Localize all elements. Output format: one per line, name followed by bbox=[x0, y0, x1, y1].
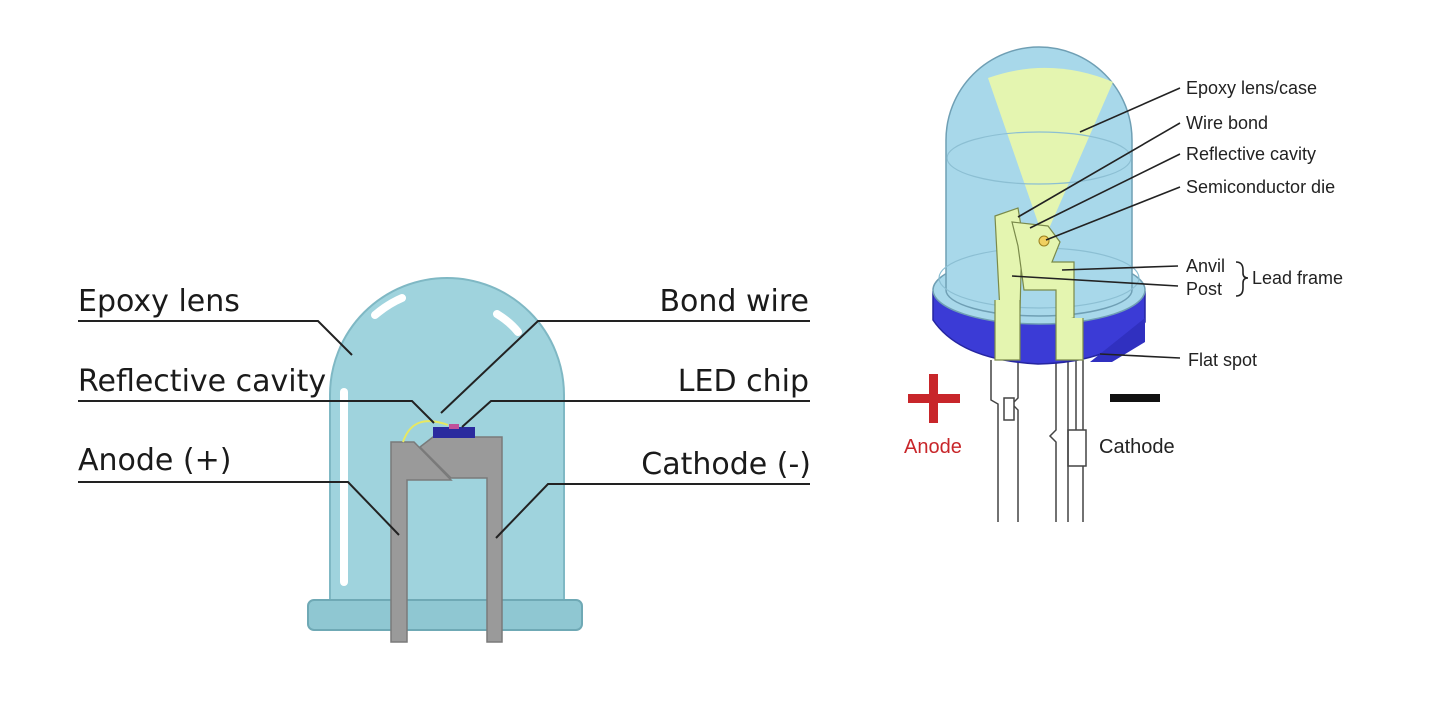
right-flat-spot bbox=[1090, 318, 1145, 362]
lead-frame-brace bbox=[1235, 261, 1249, 297]
left-base-flange bbox=[307, 599, 583, 631]
left-led-diagram: Epoxy lens Reflective cavity Anode (+) B… bbox=[78, 277, 811, 643]
right-lens-inner-ring bbox=[946, 131, 1132, 185]
leader-epoxy-lens bbox=[78, 320, 353, 356]
left-anode-lead bbox=[390, 441, 453, 643]
left-lens-side-highlight bbox=[340, 388, 348, 586]
leader-epoxy-lens-case bbox=[1079, 87, 1181, 133]
leader-reflective-cavity-right bbox=[1029, 153, 1181, 229]
label-anode-right: Anode bbox=[904, 436, 962, 458]
anode-plus-icon bbox=[908, 374, 960, 423]
leader-semiconductor-die bbox=[1045, 186, 1181, 241]
leader-led-chip bbox=[461, 400, 810, 428]
right-semiconductor-die bbox=[1038, 235, 1050, 247]
label-epoxy-lens-case: Epoxy lens/case bbox=[1186, 78, 1317, 98]
label-led-chip: LED chip bbox=[678, 364, 809, 399]
label-lead-frame: Lead frame bbox=[1252, 268, 1343, 288]
leader-flat-spot bbox=[1099, 353, 1181, 359]
label-bond-wire: Bond wire bbox=[659, 284, 809, 319]
leader-anvil bbox=[1061, 265, 1179, 271]
leader-post bbox=[1011, 275, 1179, 287]
label-anode: Anode (+) bbox=[78, 443, 231, 478]
leader-anode bbox=[78, 481, 400, 536]
leader-wire-bond bbox=[1017, 122, 1181, 218]
left-led-chip-top bbox=[449, 424, 459, 429]
label-cathode-right: Cathode bbox=[1099, 436, 1175, 458]
label-anvil: Anvil bbox=[1186, 256, 1225, 276]
label-cathode: Cathode (-) bbox=[641, 447, 811, 482]
label-post: Post bbox=[1186, 279, 1222, 299]
label-semiconductor-die: Semiconductor die bbox=[1186, 177, 1335, 197]
right-led-diagram: Epoxy lens/case Wire bond Reflective cav… bbox=[904, 46, 1343, 522]
leader-cathode bbox=[495, 483, 810, 539]
left-lens-highlight bbox=[371, 294, 406, 319]
leader-bond-wire bbox=[440, 320, 810, 414]
label-flat-spot: Flat spot bbox=[1188, 350, 1257, 370]
left-led-chip bbox=[433, 427, 475, 438]
right-lead-stems bbox=[994, 300, 1084, 361]
cathode-minus-icon bbox=[1110, 394, 1160, 402]
right-light-beam bbox=[988, 67, 1113, 241]
label-epoxy-lens: Epoxy lens bbox=[78, 284, 240, 319]
label-wire-bond: Wire bond bbox=[1186, 113, 1268, 133]
left-lens-highlight-2 bbox=[493, 310, 522, 336]
left-bond-wire bbox=[402, 420, 449, 443]
label-reflective-cavity: Reflective cavity bbox=[78, 364, 326, 399]
right-leads bbox=[990, 360, 1087, 522]
label-reflective-cavity-right: Reflective cavity bbox=[1186, 144, 1316, 164]
leader-reflective-cavity bbox=[78, 400, 435, 424]
